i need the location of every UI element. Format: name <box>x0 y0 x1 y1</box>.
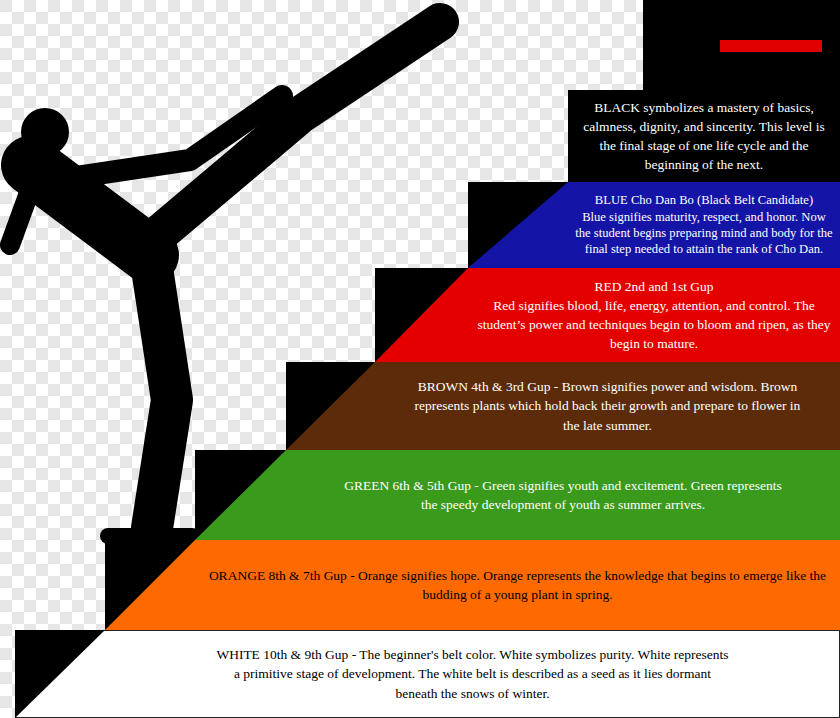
green-belt-band: GREEN 6th & 5th Gup - Green signifies yo… <box>195 450 840 540</box>
band-shape <box>105 540 840 630</box>
brown-belt-band: BROWN 4th & 3rd Gup - Brown signifies po… <box>286 362 840 450</box>
belt-heading: RED 2nd and 1st Gup <box>594 277 713 296</box>
black-belt-band: BLACK symbolizes a mastery of basics, ca… <box>568 90 840 182</box>
red-belt-band: RED 2nd and 1st GupRed signifies blood, … <box>375 268 840 362</box>
belt-heading: ORANGE 8th & 7th Gup - Orange signifies … <box>208 566 828 604</box>
belt-heading: BLACK symbolizes a mastery of basics, ca… <box>574 98 834 175</box>
orange-belt-band: ORANGE 8th & 7th Gup - Orange signifies … <box>105 540 840 630</box>
band-text-area: GREEN 6th & 5th Gup - Green signifies yo… <box>195 450 840 540</box>
band-text-area: ORANGE 8th & 7th Gup - Orange signifies … <box>105 540 840 630</box>
belt-heading: BLUE Cho Dan Bo (Black Belt Candidate) <box>595 192 813 208</box>
white-belt-band: WHITE 10th & 9th Gup - The beginner's be… <box>15 630 840 718</box>
band-shape <box>195 450 840 540</box>
belt-heading: GREEN 6th & 5th Gup - Green signifies yo… <box>343 476 783 514</box>
red-stripe <box>720 40 822 52</box>
band-text-area: BROWN 4th & 3rd Gup - Brown signifies po… <box>286 362 840 450</box>
belt-heading: WHITE 10th & 9th Gup - The beginner's be… <box>213 645 733 702</box>
band-text-area: BLUE Cho Dan Bo (Black Belt Candidate)Bl… <box>468 182 840 268</box>
blue-belt-band: BLUE Cho Dan Bo (Black Belt Candidate)Bl… <box>468 182 840 268</box>
top-step <box>643 0 840 92</box>
belt-description: Blue signifies maturity, respect, and ho… <box>574 209 834 258</box>
belt-description: Red signifies blood, life, energy, atten… <box>474 296 834 353</box>
band-text-area: RED 2nd and 1st GupRed signifies blood, … <box>375 268 840 362</box>
belt-heading: BROWN 4th & 3rd Gup - Brown signifies po… <box>408 377 808 434</box>
band-text-area: BLACK symbolizes a mastery of basics, ca… <box>568 90 840 182</box>
band-text-area: WHITE 10th & 9th Gup - The beginner's be… <box>15 630 840 718</box>
